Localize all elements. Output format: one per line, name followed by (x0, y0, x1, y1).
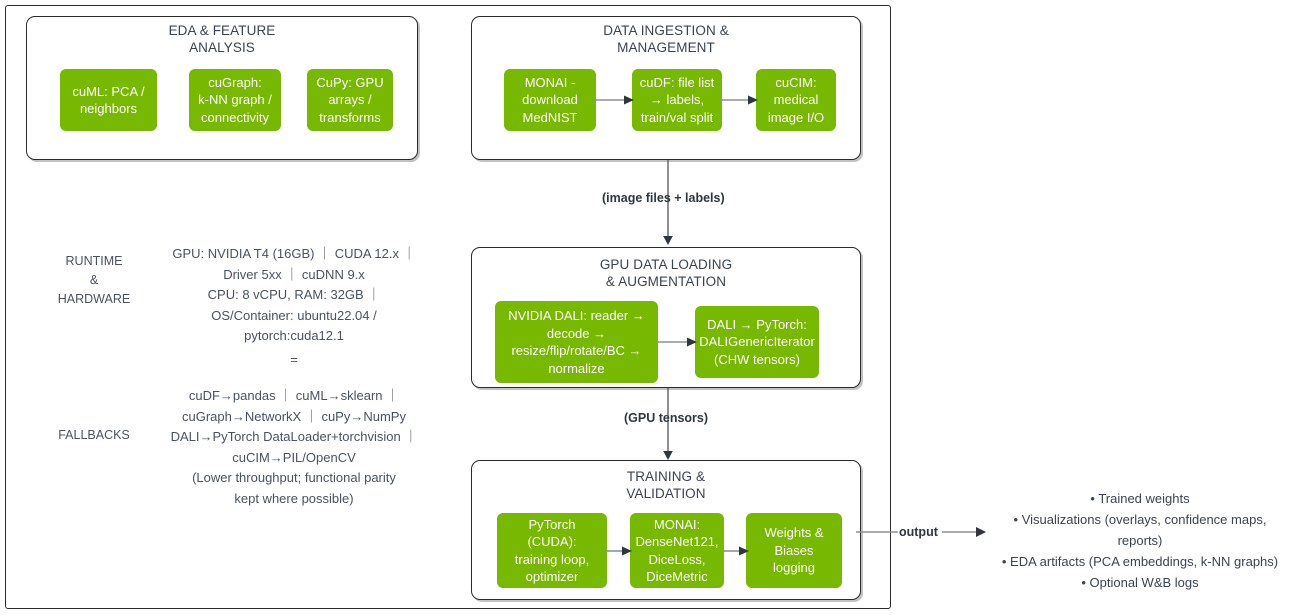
node-pytorch-cuda-training[interactable]: PyTorch (CUDA): training loop, optimizer (497, 513, 607, 588)
output-item-wandb-logs: • Optional W&B logs (1081, 575, 1199, 590)
output-item-visualizations: • Visualizations (overlays, confidence m… (1013, 512, 1267, 548)
edge-label-output: output (899, 525, 938, 539)
output-item-trained-weights: • Trained weights (1090, 491, 1190, 506)
node-dali-to-pytorch-iterator[interactable]: DALI → PyTorch: DALIGenericIterator (CHW… (695, 306, 819, 378)
runtime-hardware-label: RUNTIME & HARDWARE (57, 254, 131, 306)
node-cupy-gpu-arrays[interactable]: CuPy: GPU arrays / transforms (307, 69, 393, 131)
node-cudf-file-list[interactable]: cuDF: file list → labels, train/val spli… (632, 69, 722, 131)
node-cugraph-knn[interactable]: cuGraph: k-NN graph / connectivity (189, 69, 281, 131)
fallbacks-body: cuDF→pandas ｜ cuML→sklearn ｜ cuGraph→Net… (170, 388, 418, 506)
node-cuml-pca[interactable]: cuML: PCA / neighbors (60, 69, 157, 131)
node-monai-download-mednist[interactable]: MONAI - download MedNIST (504, 69, 596, 131)
node-cucim-medical-io[interactable]: cuCIM: medical image I/O (756, 69, 836, 131)
edge-label-gpu-tensors: (GPU tensors) (624, 411, 709, 425)
output-item-eda-artifacts: • EDA artifacts (PCA embeddings, k-NN gr… (1001, 554, 1279, 569)
node-nvidia-dali-pipeline[interactable]: NVIDIA DALI: reader → decode → resize/fl… (495, 301, 658, 383)
separator-equals: = (290, 352, 298, 367)
panel-ingestion-title: DATA INGESTION & MANAGEMENT (603, 23, 729, 55)
fallbacks-label: FALLBACKS (58, 428, 130, 442)
edge-label-image-files: (image files + labels) (602, 191, 725, 205)
node-monai-densenet[interactable]: MONAI: DenseNet121, DiceLoss, DiceMetric (630, 513, 724, 588)
node-weights-and-biases[interactable]: Weights & Biases logging (746, 513, 842, 588)
panel-training-title: TRAINING & VALIDATION (626, 469, 706, 501)
pipeline-container (5, 5, 891, 609)
panel-loading-title: GPU DATA LOADING & AUGMENTATION (599, 257, 733, 289)
panel-eda-title: EDA & FEATURE ANALYSIS (168, 23, 276, 55)
runtime-hardware-body: GPU: NVIDIA T4 (16GB) ｜ CUDA 12.x ｜ Driv… (172, 246, 416, 343)
output-artifacts-list: • Trained weights • Visualizations (over… (975, 488, 1305, 593)
